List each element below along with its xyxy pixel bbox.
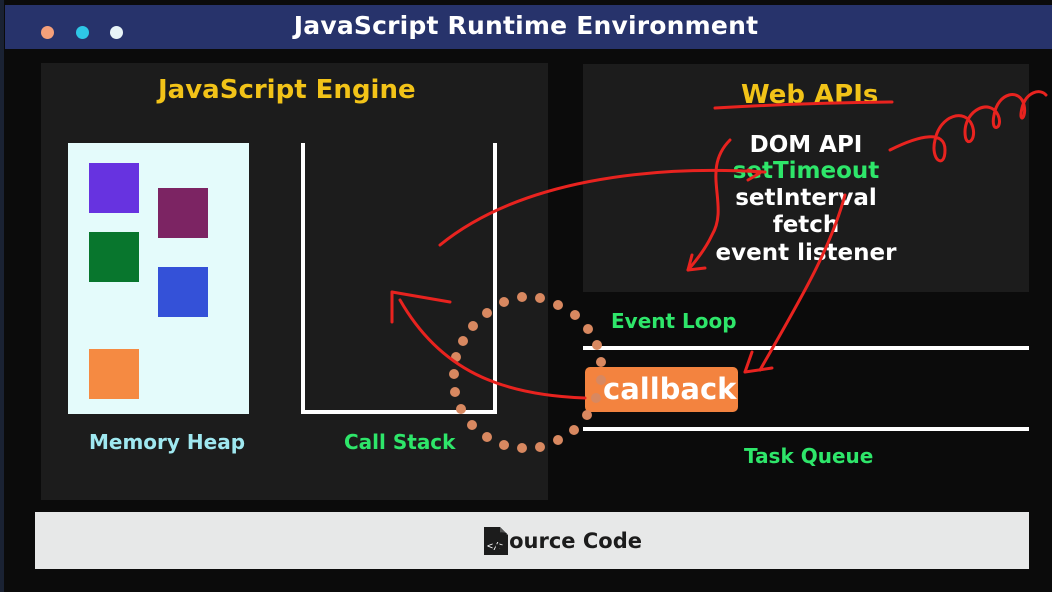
heap-block (89, 349, 139, 399)
heap-block (89, 232, 139, 282)
web-api-item: event listener (715, 240, 897, 266)
memory-heap (68, 143, 249, 414)
task-queue-label: Task Queue (744, 444, 874, 468)
left-edge (0, 0, 4, 592)
call-stack (301, 143, 497, 414)
web-api-item: DOM API (749, 132, 863, 158)
web-apis-panel (583, 64, 1029, 292)
code-file-icon: </> (484, 527, 508, 555)
source-code-label: Source Code (494, 529, 642, 553)
maximize-dot[interactable] (110, 26, 123, 39)
svg-text:</>: </> (487, 541, 505, 552)
heap-block (158, 188, 208, 238)
memory-heap-label: Memory Heap (89, 430, 246, 454)
web-api-item: fetch (772, 212, 840, 238)
heap-block (89, 163, 139, 213)
callback-item: callback (585, 367, 738, 412)
call-stack-label: Call Stack (344, 430, 456, 454)
task-queue-top-line (583, 346, 1029, 350)
close-dot[interactable] (41, 26, 54, 39)
event-loop-label: Event Loop (611, 309, 737, 333)
red-annotations (390, 90, 1048, 400)
source-code-bar: </> Source Code (35, 512, 1029, 569)
event-loop-ring (449, 292, 606, 453)
window-title: JavaScript Runtime Environment (293, 11, 759, 40)
task-queue-bottom-line (583, 427, 1029, 431)
web-api-item: setInterval (735, 185, 877, 211)
window-titlebar (5, 5, 1052, 49)
engine-title: JavaScript Engine (158, 75, 416, 105)
heap-block (158, 267, 208, 317)
minimize-dot[interactable] (76, 26, 89, 39)
